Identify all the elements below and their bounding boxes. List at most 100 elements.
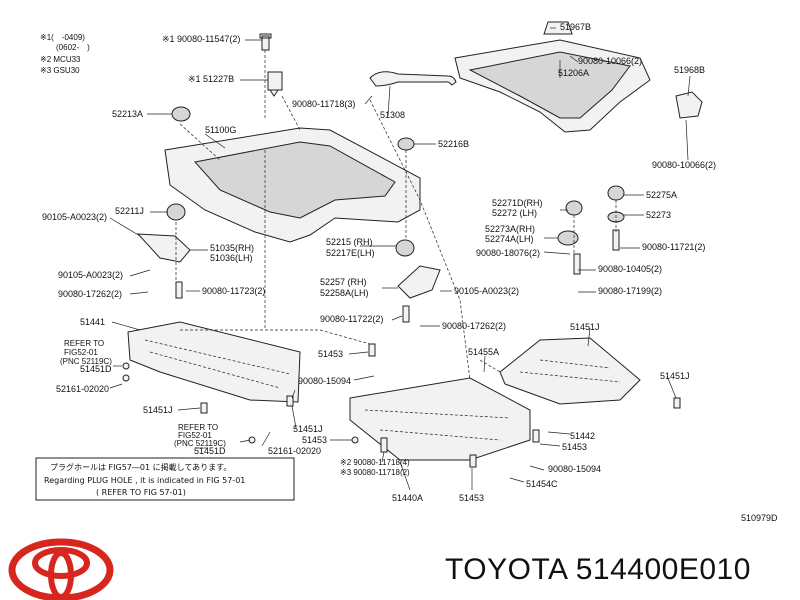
- side-brace-right-shape: [397, 265, 441, 299]
- part-label: 52257 (RH): [320, 277, 367, 287]
- part-number-caption: TOYOTA 514400E010: [445, 553, 751, 586]
- bolt-shape: [200, 402, 208, 414]
- part-label: 52161-02020: [268, 446, 321, 456]
- clip-shape: [122, 362, 130, 370]
- bolt-shape: [286, 395, 294, 407]
- bracket-51968b-shape: [675, 91, 703, 119]
- part-label: 90080-17199(2): [598, 286, 662, 296]
- part-label: REFER TO: [64, 339, 104, 348]
- header-note: ※3 GSU30: [40, 66, 80, 75]
- part-label: 51453: [302, 435, 327, 445]
- bolt-shape: [259, 33, 272, 51]
- note-line-ref: ( REFER TO FIG 57-01): [96, 488, 186, 497]
- part-label: (PNC 52119C): [60, 357, 112, 366]
- bolt-shape: [612, 229, 620, 251]
- part-label: 51440A: [392, 493, 423, 503]
- part-label: 52272 (LH): [492, 208, 537, 218]
- bolt-shape: [368, 343, 376, 357]
- part-label: 51451J: [143, 405, 173, 415]
- part-label: 51206A: [558, 68, 589, 78]
- part-label: 90080-15094: [298, 376, 351, 386]
- bolt-shape: [673, 397, 681, 409]
- part-label: 51451J: [660, 371, 690, 381]
- part-label: 52275A: [646, 190, 677, 200]
- part-label: 51442: [570, 431, 595, 441]
- part-label: 52273: [646, 210, 671, 220]
- part-label: 90080-10066(2): [578, 56, 642, 66]
- bolt-shape: [175, 281, 183, 299]
- cushion-shape: [557, 230, 579, 246]
- part-label: 52258A(LH): [320, 288, 369, 298]
- stabilizer-bar-shape: [369, 71, 457, 87]
- document-id: 510979D: [741, 513, 778, 523]
- leader-lines: [109, 27, 691, 491]
- clip-shape: [351, 436, 359, 444]
- part-label: 51441: [80, 317, 105, 327]
- part-label: 51036(LH): [210, 253, 253, 263]
- part-labels: ※1 90080-11547(2) ※1 51227B 90080-11718(…: [42, 22, 716, 503]
- part-label: 51453: [318, 349, 343, 359]
- rear-crossmember-inner: [468, 51, 631, 119]
- bolt-shape: [469, 454, 477, 468]
- part-label: 51451J: [570, 322, 600, 332]
- bolt-shape: [402, 305, 410, 323]
- part-label: 51451D: [80, 364, 112, 374]
- part-label: 90105-A0023(2): [58, 270, 123, 280]
- part-label: 90080-11723(2): [202, 286, 265, 296]
- part-label: 90080-17262(2): [58, 289, 122, 299]
- part-label: 90105-A0023(2): [42, 212, 107, 222]
- part-label: 51967B: [560, 22, 591, 32]
- part-label: ※1 51227B: [188, 74, 234, 84]
- cushion-shape: [565, 200, 583, 216]
- part-label: 51455A: [468, 347, 499, 357]
- part-label: 52161-02020: [56, 384, 109, 394]
- bolt-shape: [573, 253, 581, 275]
- part-label: 52271D(RH): [492, 198, 543, 208]
- part-label: 90080-11718(3): [292, 99, 355, 109]
- part-label: ※3 90080-11718(2): [340, 468, 410, 477]
- part-label: 52211J: [115, 206, 144, 216]
- part-label: 51035(RH): [210, 243, 254, 253]
- part-label: 52273A(RH): [485, 224, 535, 234]
- header-note: ※2 MCU33: [40, 55, 81, 64]
- part-label: 52216B: [438, 139, 469, 149]
- part-shapes: [122, 21, 703, 468]
- under-cover-51441-shape: [127, 321, 301, 403]
- front-crossmember-inner: [194, 141, 396, 219]
- part-label: 90080-18076(2): [476, 248, 540, 258]
- cushion-shape: [397, 137, 415, 151]
- part-label: 52274A(LH): [485, 234, 534, 244]
- part-label: 52215 (RH): [326, 237, 373, 247]
- assembly-lines: [175, 50, 617, 381]
- part-label: 90080-17262(2): [442, 321, 506, 331]
- part-label: (PNC 52119C): [174, 439, 226, 448]
- part-label: REFER TO: [178, 423, 218, 432]
- cover-ribs: [144, 339, 291, 389]
- cover-ribs: [364, 409, 511, 441]
- part-label: 90080-10405(2): [598, 264, 662, 274]
- part-label: 52213A: [112, 109, 143, 119]
- part-label: ※2 90080-11718(4): [340, 458, 410, 467]
- part-label: 51968B: [674, 65, 705, 75]
- under-cover-51440a-shape: [349, 377, 531, 461]
- bolt-shape: [532, 429, 540, 443]
- header-notes: ※1( -0409) (0602- ) ※2 MCU33 ※3 GSU30: [40, 33, 90, 75]
- cushion-shape: [166, 203, 186, 221]
- toyota-logo: [8, 538, 114, 600]
- header-note: ※1( -0409): [40, 33, 85, 42]
- bracket-shape: [267, 71, 283, 97]
- clip-shape: [122, 374, 130, 382]
- cover-ribs: [519, 359, 621, 383]
- header-note: (0602- ): [56, 43, 90, 52]
- part-label: 51454C: [526, 479, 558, 489]
- bolt-shape: [380, 437, 388, 453]
- part-label: 90105-A0023(2): [454, 286, 519, 296]
- part-label: 52217E(LH): [326, 248, 375, 258]
- cushion-shape: [171, 106, 191, 122]
- part-label: 51453: [562, 442, 587, 452]
- part-label: 90080-11722(2): [320, 314, 383, 324]
- cushion-shape: [395, 239, 415, 257]
- under-cover-51442-shape: [499, 337, 641, 405]
- note-line-jp: プラグホールは FIG57―01 に掲載してあります。: [50, 462, 231, 472]
- part-label: ※1 90080-11547(2): [162, 34, 240, 44]
